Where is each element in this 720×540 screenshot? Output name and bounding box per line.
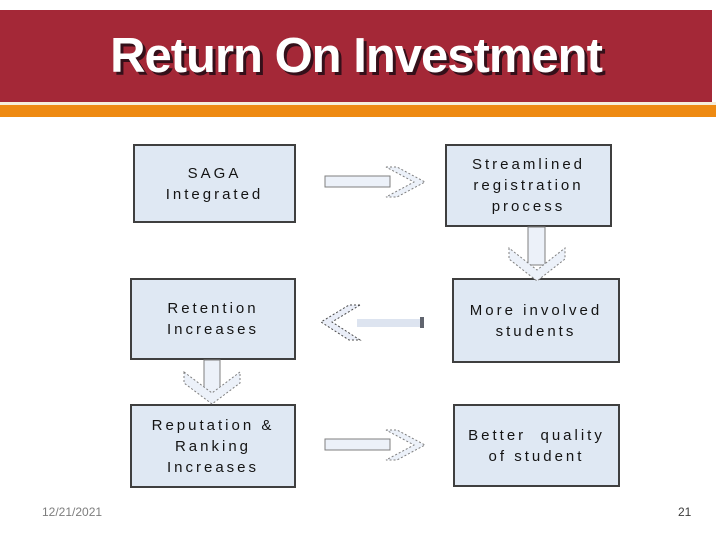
flow-box-more-involved-students: More involved students: [452, 278, 620, 363]
title-banner: Return On Investment: [0, 10, 712, 102]
arrow-down-streamlined-to-more-involved: [508, 226, 566, 282]
flow-box-streamlined-registration: Streamlined registration process: [445, 144, 612, 227]
arrow-right-reputation-to-better-quality: [324, 429, 427, 461]
arrow-left-more-involved-to-retention: [320, 304, 424, 341]
cream-divider: [0, 102, 716, 105]
flow-box-saga-integrated: SAGA Integrated: [133, 144, 296, 223]
slide-title: Return On Investment: [110, 29, 603, 83]
flow-box-reputation-ranking: Reputation & Ranking Increases: [130, 404, 296, 488]
footer-page-number: 21: [678, 505, 692, 519]
arrow-right-saga-to-streamlined: [324, 166, 427, 198]
flow-box-better-quality-student: Better quality of student: [453, 404, 620, 487]
orange-divider: [0, 105, 716, 117]
footer-date: 12/21/2021: [42, 505, 103, 519]
flow-box-retention-increases: Retention Increases: [130, 278, 296, 360]
arrow-down-retention-to-reputation: [183, 359, 241, 405]
